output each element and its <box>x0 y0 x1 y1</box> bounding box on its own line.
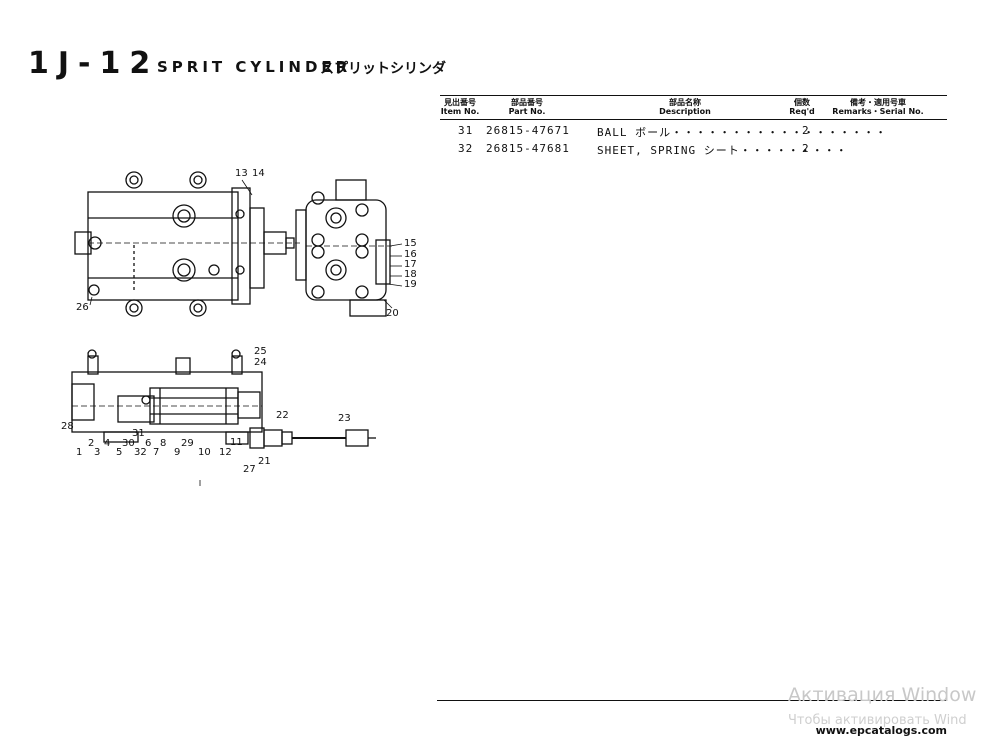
callout-13: 13 <box>235 168 248 179</box>
callout-27: 27 <box>243 464 256 475</box>
callout-32: 32 <box>134 447 147 458</box>
callout-23: 23 <box>338 413 351 424</box>
page-bottom-rule <box>437 700 947 701</box>
description: BALL ボール・・・・・・・・・・・・・・・・・・ <box>597 126 888 139</box>
table-row: 31 26815-47671 BALL ボール・・・・・・・・・・・・・・・・・… <box>440 124 947 139</box>
section-view <box>71 349 376 486</box>
callout-2: 2 <box>88 438 95 449</box>
activation-watermark-title: Активация Window <box>788 684 977 706</box>
callout-28: 28 <box>61 421 74 432</box>
callout-9: 9 <box>174 447 181 458</box>
table-header-rule <box>440 119 947 120</box>
callout-8: 8 <box>160 438 167 449</box>
activation-watermark-subtitle: Чтобы активировать Wind <box>788 713 967 728</box>
callout-15: 15 <box>404 238 417 249</box>
callout-6: 6 <box>145 438 152 449</box>
callout-19: 19 <box>404 279 417 290</box>
side-view <box>295 179 403 317</box>
callout-25: 25 <box>254 346 267 357</box>
table-row: 32 26815-47681 SHEET, SPRING シート・・・・・・・・… <box>440 142 947 157</box>
table-top-rule <box>440 95 947 96</box>
callout-7: 7 <box>153 447 160 458</box>
callout-16: 16 <box>404 249 417 260</box>
callout-26: 26 <box>76 302 89 313</box>
callout-5: 5 <box>116 447 123 458</box>
callout-20: 20 <box>386 308 399 319</box>
callout-21: 21 <box>258 456 271 467</box>
qty: 2 <box>802 142 810 155</box>
callout-4: 4 <box>104 438 111 449</box>
callout-1: 1 <box>76 447 83 458</box>
page-title-jp: スプリットシリンダ <box>320 61 446 77</box>
page-title-en: SPRIT CYLINDER <box>157 58 352 76</box>
item-no: 31 <box>458 124 474 137</box>
footer-url: www.epcatalogs.com <box>815 724 947 737</box>
description: SHEET, SPRING シート・・・・・・・・・ <box>597 144 848 157</box>
callout-22: 22 <box>276 410 289 421</box>
callout-12: 12 <box>219 447 232 458</box>
callout-31: 31 <box>132 428 145 439</box>
callout-29: 29 <box>181 438 194 449</box>
callout-14: 14 <box>252 168 265 179</box>
part-no: 26815-47681 <box>486 142 570 155</box>
callout-11: 11 <box>230 437 243 448</box>
qty: 2 <box>802 124 810 137</box>
item-no: 32 <box>458 142 474 155</box>
callout-30: 30 <box>122 438 135 449</box>
top-view <box>74 171 300 317</box>
callout-18: 18 <box>404 269 417 280</box>
part-no: 26815-47671 <box>486 124 570 137</box>
callout-3: 3 <box>94 447 101 458</box>
callout-17: 17 <box>404 259 417 270</box>
callout-24: 24 <box>254 357 267 368</box>
callout-10: 10 <box>198 447 211 458</box>
page-code: 1J-12 <box>28 46 160 81</box>
